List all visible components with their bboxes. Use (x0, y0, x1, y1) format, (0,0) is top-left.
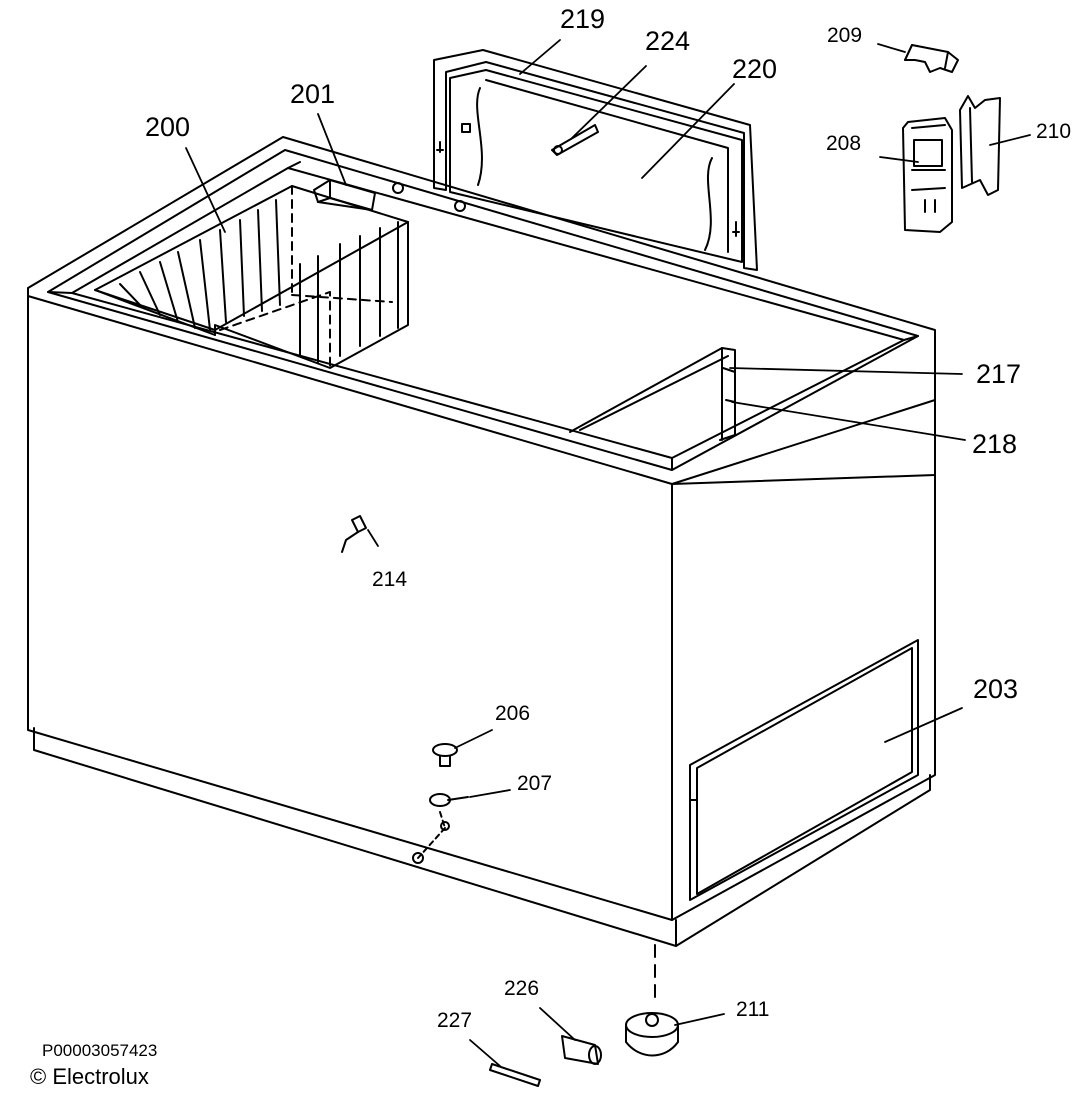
leader-lines (185, 39, 1031, 1067)
lid-hinge (313, 179, 466, 212)
part-labels: 200 201 219 224 220 209 208 210 217 218 … (145, 4, 1071, 1032)
label-226: 226 (504, 977, 539, 1000)
document-id: P00003057423 (42, 1041, 158, 1060)
label-207: 207 (517, 772, 552, 795)
roller (561, 1035, 602, 1065)
label-201: 201 (290, 79, 335, 109)
copyright-notice: © Electrolux (30, 1064, 149, 1089)
label-218: 218 (972, 429, 1017, 459)
pin (489, 1063, 541, 1087)
label-214: 214 (372, 568, 407, 591)
clip-end (553, 145, 563, 155)
key (341, 515, 367, 553)
lid-hinge-parts (902, 44, 1001, 233)
label-224: 224 (645, 26, 690, 56)
label-217: 217 (976, 359, 1021, 389)
label-209: 209 (827, 24, 862, 47)
label-211: 211 (736, 998, 769, 1021)
compressor-cover (689, 639, 919, 901)
foot (625, 944, 679, 1057)
label-227: 227 (437, 1009, 472, 1032)
label-206: 206 (495, 702, 530, 725)
freezer-cabinet (27, 136, 936, 947)
label-220: 220 (732, 54, 777, 84)
lid-gasket-frame (433, 49, 758, 271)
label-210: 210 (1036, 120, 1071, 143)
shelf-clip (551, 124, 599, 156)
label-208: 208 (826, 132, 861, 155)
label-219: 219 (560, 4, 605, 34)
label-203: 203 (973, 674, 1018, 704)
label-200: 200 (145, 112, 190, 142)
wire-basket (94, 185, 409, 369)
drain-plug-parts (412, 743, 469, 864)
